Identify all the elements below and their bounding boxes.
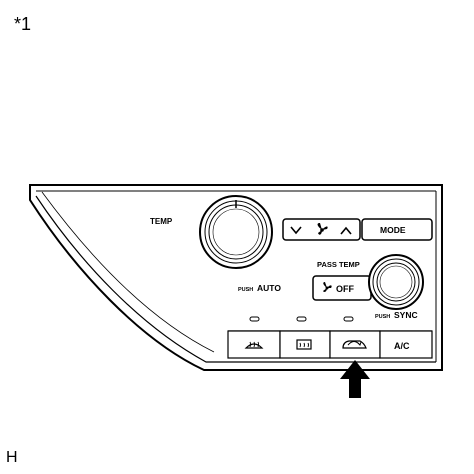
rear-defroster-icon bbox=[296, 339, 312, 350]
air-recirculation-icon bbox=[342, 340, 367, 349]
chevron-up-icon[interactable] bbox=[340, 226, 352, 235]
chevron-down-icon[interactable] bbox=[290, 226, 302, 235]
push-label-right: PUSH bbox=[375, 314, 390, 320]
arrow-up-icon bbox=[340, 360, 370, 398]
auto-label: AUTO bbox=[257, 283, 281, 293]
fan-icon bbox=[323, 282, 332, 292]
indicator-led bbox=[249, 316, 260, 322]
ac-button[interactable]: A/C bbox=[379, 330, 433, 359]
indicator-led bbox=[296, 316, 307, 322]
indicator-led bbox=[343, 316, 354, 322]
temp-label: TEMP bbox=[150, 217, 173, 226]
panel-inner-edge bbox=[35, 195, 436, 363]
off-label: OFF bbox=[336, 284, 354, 294]
ac-label: A/C bbox=[394, 341, 410, 351]
callout-label: *1 bbox=[14, 14, 32, 34]
rear-defroster-button[interactable] bbox=[279, 330, 331, 359]
front-defroster-button[interactable] bbox=[227, 330, 281, 359]
push-label-left: PUSH bbox=[238, 287, 253, 293]
fan-icon bbox=[317, 223, 328, 235]
panel-inner-edge-2 bbox=[41, 191, 215, 353]
sync-label: SYNC bbox=[394, 310, 418, 320]
fan-off-button[interactable]: OFF bbox=[312, 275, 372, 301]
figure-code: H bbox=[6, 449, 18, 466]
mode-button[interactable]: MODE bbox=[361, 218, 433, 241]
fan-speed-control[interactable] bbox=[282, 218, 361, 241]
pass-temp-knob[interactable] bbox=[368, 254, 424, 310]
recirculation-button[interactable] bbox=[329, 330, 381, 359]
mode-label: MODE bbox=[380, 225, 406, 235]
front-defroster-icon bbox=[244, 341, 264, 349]
temp-knob[interactable] bbox=[199, 195, 273, 269]
pass-temp-label: PASS TEMP bbox=[317, 260, 360, 269]
